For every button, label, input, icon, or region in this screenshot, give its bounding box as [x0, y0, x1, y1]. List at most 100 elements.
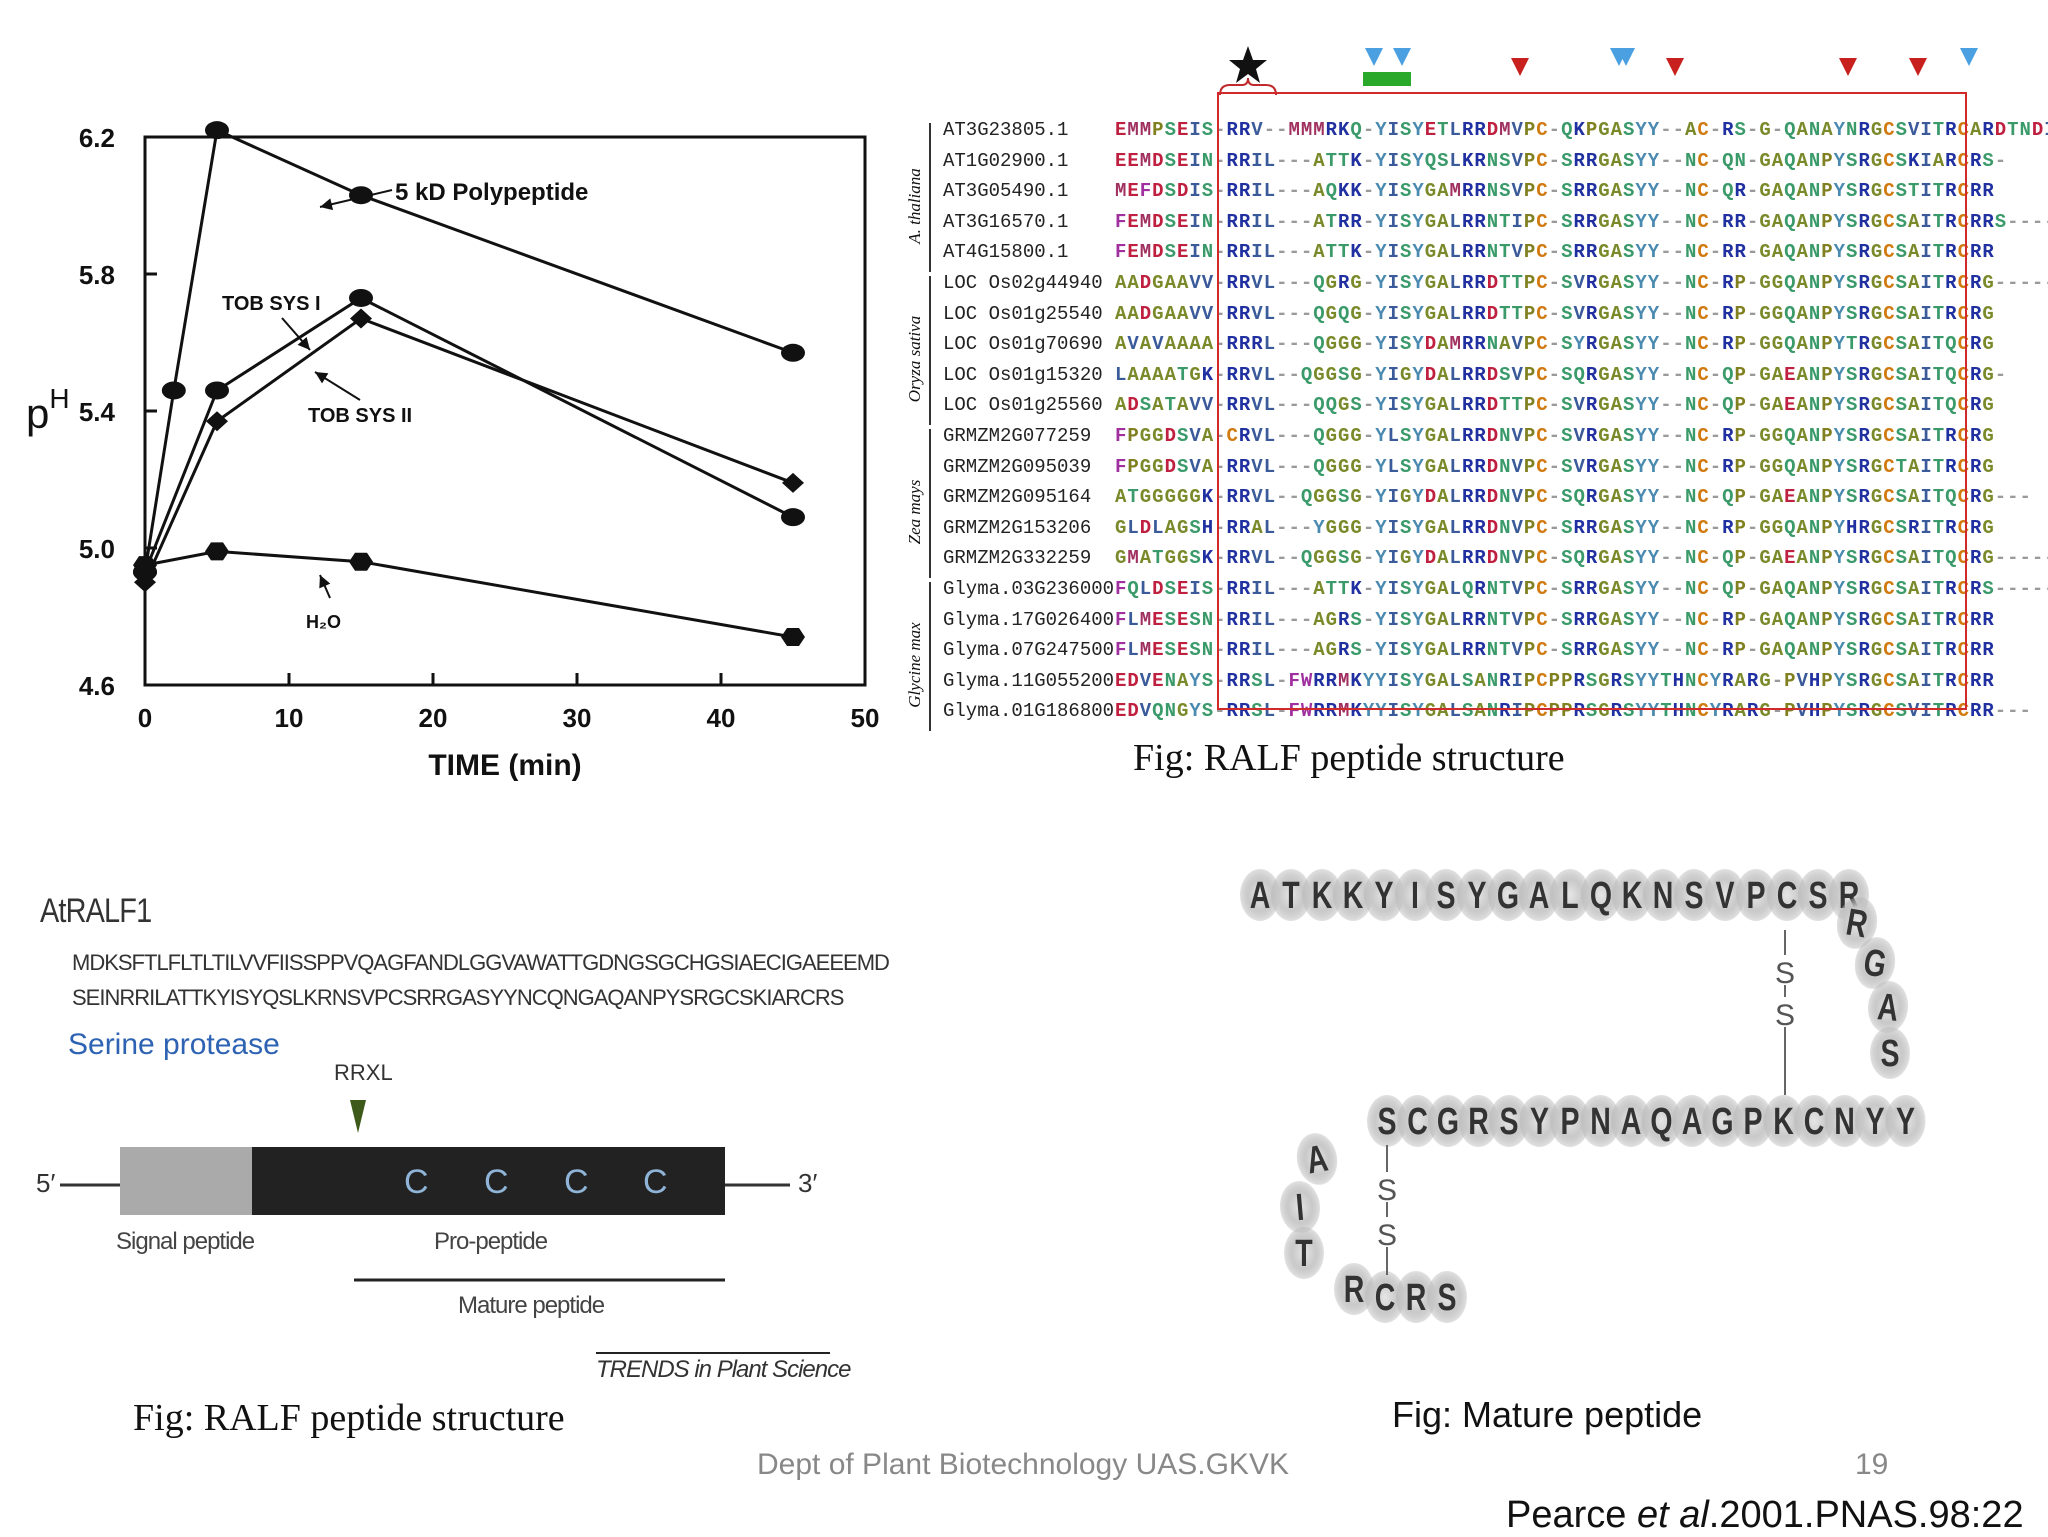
- svg-text:G: G: [1437, 1101, 1459, 1143]
- svg-text:R: R: [1468, 1101, 1489, 1143]
- alignment-row-seq: MEFDSDIS-RRIL---AQKK-YISYGAMRRNSVPC-SRRG…: [1115, 180, 1994, 203]
- residue-bead: Q: [1581, 869, 1621, 921]
- series-label-4: H₂O: [306, 612, 341, 632]
- residue-bead: C: [1397, 1095, 1438, 1147]
- alignment-row-seq: EEMDSEIN-RRIL---ATTK-YISYQSLKRNSVPC-SRRG…: [1115, 149, 2007, 172]
- blue-triangle-icon: [1393, 48, 1411, 66]
- data-point: [781, 508, 805, 527]
- svg-text:I: I: [1411, 875, 1419, 917]
- residue-bead: S: [1870, 1027, 1910, 1079]
- residue-bead: K: [1763, 1095, 1804, 1147]
- mature-caption: Fig: Mature peptide: [1392, 1394, 1703, 1435]
- alignment-row-seq: AVAVAAAA-RRRL---QGGG-YISYDAMRRNAVPC-SYRG…: [1115, 333, 1994, 356]
- alignment-row-seq: GLDLAGSH-RRAL---YGGG-YISYGALRRDNVPC-SRRG…: [1115, 516, 1994, 539]
- x-tick-label: 0: [138, 703, 152, 733]
- alignment-row-id: LOC Os02g44940: [943, 272, 1103, 294]
- alignment-row-id: AT1G02900.1: [943, 149, 1069, 172]
- brace-icon: [1219, 77, 1277, 96]
- plot-frame: [143, 135, 867, 687]
- three-prime-label: 3′: [798, 1168, 818, 1198]
- alignment-row-seq: AADGAAVV-RRVL---QGQG-YISYGALRRDTTPC-SVRG…: [1115, 302, 1994, 325]
- series-line-4: [144, 549, 794, 639]
- data-point: [206, 411, 228, 432]
- residue-bead: Y: [1855, 1095, 1895, 1147]
- svg-text:N: N: [1834, 1101, 1855, 1143]
- data-point: [134, 572, 156, 593]
- svg-text:S: S: [1684, 875, 1703, 917]
- y-tick-label: 6.2: [79, 123, 115, 153]
- species-group-label: A. thaliana: [905, 167, 924, 244]
- alignment-row-id: AT4G15800.1: [943, 241, 1069, 264]
- alignment-row-id: LOC Os01g25560: [943, 394, 1103, 417]
- svg-text:Y: Y: [1374, 875, 1393, 917]
- svg-text:R: R: [1344, 1269, 1365, 1311]
- five-prime-label: 5′: [36, 1168, 56, 1198]
- arrow-head-icon: [315, 372, 329, 384]
- alignment-row-id: GRMZM2G095039: [943, 455, 1092, 478]
- footer-dept: Dept of Plant Biotechnology UAS.GKVK: [757, 1448, 1289, 1481]
- svg-text:T: T: [1282, 875, 1300, 917]
- residue-bead: K: [1302, 869, 1342, 921]
- svg-text:N: N: [1653, 875, 1674, 917]
- series-label-2: TOB SYS I: [222, 293, 321, 315]
- signal-peptide-block: [120, 1147, 252, 1215]
- residue-bead: N: [1580, 1095, 1621, 1147]
- alignment-box: [1217, 92, 1967, 710]
- pro-peptide-block: [252, 1147, 725, 1215]
- residue-bead: S: [1674, 869, 1714, 921]
- x-tick-label: 40: [707, 703, 736, 733]
- alignment-row-seq: ATGGGGGK-RRVL--QGGSG-YIGYDALRRDNVPC-SQRG…: [1115, 486, 2031, 509]
- alignment-row-id: Glyma.11G055200: [943, 669, 1115, 692]
- svg-text:V: V: [1715, 875, 1735, 917]
- ralf1-seq-line-2: SEINRRILATTKYISYQSLKRNSVPCSRRGASYYNCQNGA…: [72, 985, 844, 1010]
- group-bracket: [929, 123, 931, 272]
- arrow-head-icon: [319, 575, 331, 589]
- residue-bead: R: [1396, 1271, 1436, 1323]
- svg-text:K: K: [1622, 875, 1643, 917]
- alignment-row-seq: GMATGGSK-RRVL--QGGSG-YIGYDALRRDNVPC-SQRG…: [1115, 547, 2048, 570]
- data-point: [205, 381, 229, 400]
- svg-text:Y: Y: [1896, 1101, 1915, 1143]
- residue-bead: S: [1489, 1095, 1529, 1147]
- svg-text:S: S: [1880, 1033, 1899, 1075]
- alignment-row-id: LOC Os01g70690: [943, 333, 1103, 356]
- residue-bead: A: [1867, 981, 1909, 1033]
- svg-text:K: K: [1343, 875, 1364, 917]
- residue-bead: Y: [1457, 869, 1497, 921]
- y-tick-label: 5.8: [79, 260, 115, 290]
- cys-4: C: [643, 1163, 668, 1201]
- residue-bead: P: [1736, 869, 1776, 921]
- residue-bead: C: [1794, 1095, 1834, 1147]
- x-tick-label: 10: [275, 703, 304, 733]
- alignment-row-id: GRMZM2G153206: [943, 516, 1092, 539]
- ralf1-caption: Fig: RALF peptide structure: [133, 1397, 565, 1439]
- residue-bead: Q: [1641, 1095, 1682, 1147]
- series-label-1: 5 kD Polypeptide: [395, 179, 588, 206]
- residue-bead: I: [1395, 869, 1435, 921]
- x-tick-label: 20: [419, 703, 448, 733]
- svg-text:G: G: [1711, 1101, 1733, 1143]
- serine-protease-label: Serine protease: [68, 1028, 280, 1061]
- citation-journal: .2001.PNAS.98:22: [1708, 1494, 2024, 1536]
- residue-bead: S: [1426, 869, 1466, 921]
- residue-bead: G: [1488, 869, 1528, 921]
- species-group-label: Glycine max: [905, 621, 924, 708]
- residue-bead: R: [1458, 1095, 1499, 1147]
- alignment-row-id: AT3G16570.1: [943, 210, 1069, 233]
- cys-1: C: [404, 1163, 429, 1201]
- svg-text:C: C: [1407, 1101, 1428, 1143]
- alignment-caption: Fig: RALF peptide structure: [1133, 737, 1565, 779]
- group-bracket: [929, 429, 931, 578]
- y-tick-label: 4.6: [79, 671, 115, 701]
- group-bracket: [929, 276, 931, 425]
- pro-peptide-label: Pro-peptide: [434, 1228, 548, 1255]
- alignment-row-seq: FLMESESN-RRIL---AGRS-YISYGALRRNTVPC-SRRG…: [1115, 608, 1994, 631]
- citation-author: Pearce: [1506, 1494, 1637, 1536]
- disulfide-s-label: S: [1775, 999, 1795, 1032]
- svg-text:S: S: [1808, 875, 1827, 917]
- x-axis-label: TIME (min): [428, 749, 581, 782]
- residue-bead: S: [1367, 1095, 1407, 1147]
- alignment-row-seq: FPGGDSVA-CRVL---QGGG-YLSYGALRRDNVPC-SVRG…: [1115, 425, 1994, 447]
- data-point: [782, 472, 804, 493]
